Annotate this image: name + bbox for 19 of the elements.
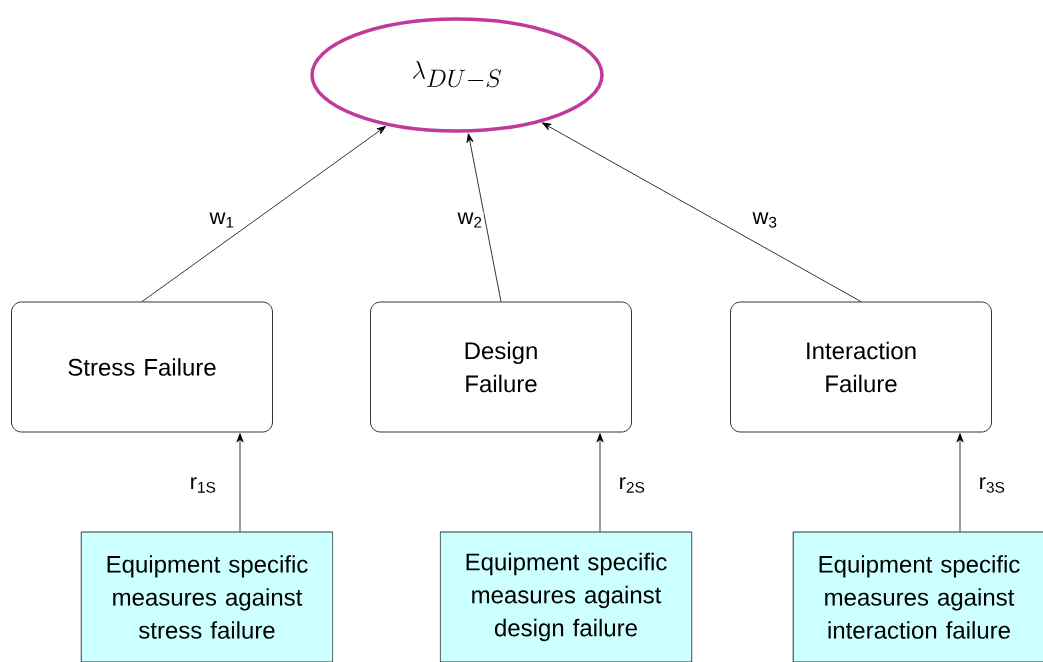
arrow: [466, 133, 502, 302]
edge-label: w$_{2}$: [456, 211, 484, 229]
arrow: [956, 433, 964, 532]
edge-label: w$_{3}$: [751, 211, 779, 229]
arrow: [141, 125, 387, 302]
edge-label: r$_{1S}$: [188, 476, 218, 494]
ellipse-node: $\lambda_{DU-S}$: [310, 17, 604, 133]
measures-box: Equipment specific measures against stress failure: [80, 531, 334, 662]
failure-box: Interaction Failure: [730, 301, 992, 433]
failure-box: Design Failure: [370, 301, 632, 433]
measures-box: Equipment specific measures against interaction failure: [792, 531, 1043, 662]
edge-label: r$_{3S}$: [977, 476, 1007, 494]
edge-label: w$_{1}$: [208, 211, 236, 229]
arrow: [541, 122, 862, 302]
failure-box: Stress Failure: [11, 301, 273, 433]
edge-label: r$_{2S}$: [617, 476, 647, 494]
arrow: [596, 433, 604, 532]
measures-box: Equipment specific measures against design failure: [439, 531, 693, 662]
arrow: [236, 433, 244, 532]
